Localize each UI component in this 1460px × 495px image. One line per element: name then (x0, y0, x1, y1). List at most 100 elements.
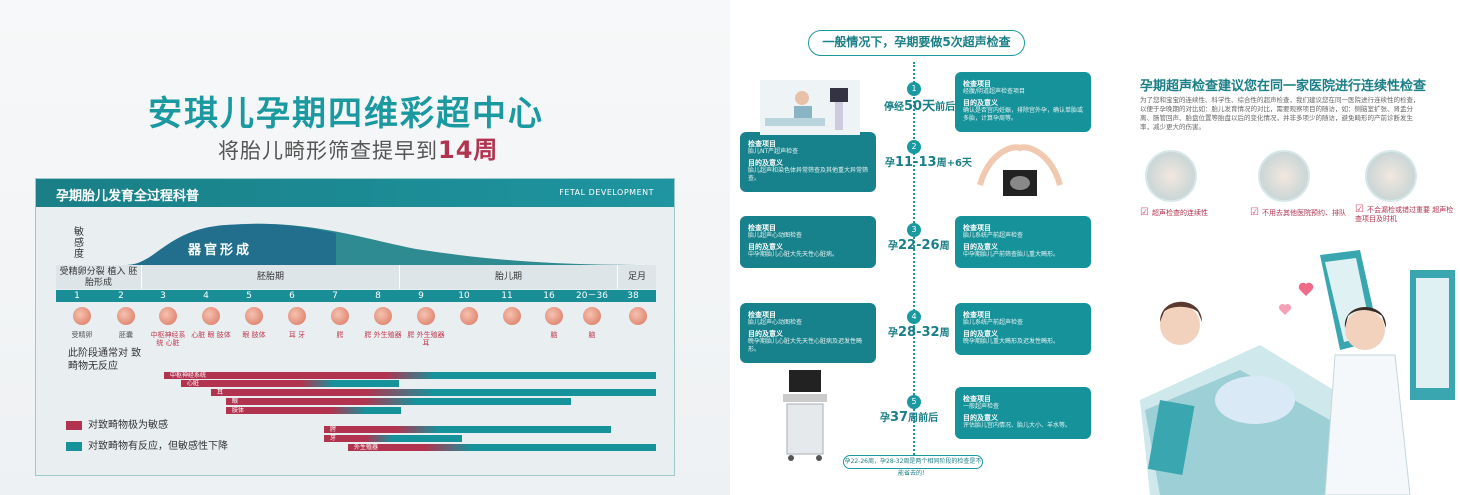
phase-embryo: 胚胎期 (142, 265, 400, 289)
card-item-body: 一般超声检查 (963, 403, 1000, 410)
card-item-title: 检查项目 (963, 311, 991, 319)
embryo-label: 眼 肢体 (242, 331, 266, 339)
embryo-icon (331, 307, 349, 325)
week-suffix: 周 (939, 328, 950, 339)
no-response-note: 此阶段通常对 致畸物无反应 (68, 348, 142, 372)
fetal-development-chart: 孕期胎儿发育全过程科普 FETAL DEVELOPMENT 敏感度 器官形成 受… (35, 178, 675, 476)
embryo-label: 胚囊 (119, 331, 133, 339)
card-item-body: 胎儿NT严超声检查 (748, 148, 799, 155)
subtitle-prefix: 将胎儿畸形筛查提早到 (218, 139, 438, 163)
embryo-icon (460, 307, 478, 325)
week-prefix: 孕 (888, 328, 898, 339)
bar-limb: 肢体 (226, 407, 401, 414)
phase-fetal: 胎儿期 (400, 265, 618, 289)
week-main: 28-32 (898, 325, 940, 340)
card-item-title: 检查项目 (963, 80, 991, 88)
week-label: 38 (627, 291, 639, 301)
week-suffix: 前后 (935, 102, 956, 113)
timeline-node: 3 (907, 223, 921, 237)
phase-term: 足月 (627, 272, 646, 282)
embryo-label: 脑 (550, 331, 558, 339)
timeline-node: 5 (907, 395, 921, 409)
embryo-icon (117, 307, 135, 325)
week-main: 50天 (904, 99, 936, 114)
step4b-card: 检查项目 胎儿系统产前超声检查 目的及意义 晚孕期胎儿重大畸形及迟发性畸形。 (955, 303, 1091, 355)
week-suffix: 周前后 (908, 413, 939, 424)
step-week-label: 孕22-26周 (888, 237, 950, 253)
week-label: 8 (375, 291, 381, 301)
bar-teeth: 牙 (324, 435, 462, 442)
week-prefix: 孕 (885, 158, 895, 169)
card-sig-body: 中孕期胎儿产前筛查胎儿重大畸形。 (963, 251, 1060, 258)
embryo-icon (245, 307, 263, 325)
legend-sensitive-text: 对致畸物极为敏感 (88, 420, 168, 431)
recommend-text: 为了您和宝宝的连续性、科学性、综合性的超声检查，我们建议您在同一医院进行连续性的… (1140, 96, 1420, 131)
chart-header: 孕期胎儿发育全过程科普 FETAL DEVELOPMENT (36, 179, 674, 207)
card-item-title: 检查项目 (963, 395, 991, 403)
step3b-card: 检查项目 胎儿系统产前超声检查 目的及意义 中孕期胎儿产前筛查胎儿重大畸形。 (955, 216, 1091, 268)
embryo-icon (545, 307, 563, 325)
week-label: 20－36 (576, 291, 608, 301)
hands-ultrasound-photo (977, 144, 1063, 196)
embryo-icon (629, 307, 647, 325)
card-item-title: 检查项目 (963, 224, 991, 232)
legend-swatch-red (66, 420, 82, 430)
ultrasound-machine-photo (783, 370, 827, 461)
embryo-label: 腭 外生殖器 耳 (407, 331, 445, 347)
week-label: 7 (332, 291, 338, 301)
sensitivity-label: 敏感度 (74, 227, 84, 260)
embryo-icon (73, 307, 91, 325)
chart-header-en: FETAL DEVELOPMENT (559, 188, 654, 197)
card-item-title: 检查项目 (748, 224, 776, 232)
organ-formation-label: 器官形成 (188, 243, 253, 258)
legend-sensitive: 对致畸物极为敏感 (66, 416, 168, 431)
embryo-icon (374, 307, 392, 325)
week-main: 37 (890, 410, 909, 425)
week-label: 16 (543, 291, 555, 301)
subtitle-highlight: 14周 (438, 136, 499, 164)
embryo-label: 腭 外生殖器 (364, 331, 402, 339)
embryo-label: 耳 牙 (288, 331, 306, 339)
week-main: 22-26 (898, 238, 940, 253)
card-item-body: 经腹/阴道超声检查项目 (963, 88, 1026, 95)
embryo-icon (288, 307, 306, 325)
embryo-label: 中枢神经系统 心脏 (150, 331, 186, 347)
legend-swatch-teal (66, 441, 82, 451)
week-label: 10 (458, 291, 470, 301)
bottom-note: 孕22-26周，孕28-32周是两个相同阶段的检查是不能省去的！ (843, 455, 983, 477)
embryo-label: 受精卵 (71, 331, 93, 339)
step-week-label: 孕37周前后 (880, 409, 938, 425)
card-item-body: 胎儿系统产前超声检查 (963, 232, 1024, 239)
subtitle: 将胎儿畸形筛查提早到14周 (218, 130, 498, 165)
card-sig-title: 目的及意义 (748, 330, 783, 338)
bar-genitalia: 外生殖器 (348, 444, 656, 451)
step-week-label: 停经50天前后 (884, 95, 955, 114)
appointment-photo (1258, 150, 1310, 202)
ultrasound-count-pill: 一般情况下，孕期要做5次超声检查 (808, 30, 1025, 56)
timeline-line (913, 62, 915, 462)
embryo-label: 心脏 眼 肢体 (191, 331, 231, 339)
ultrasound-room-photo (760, 80, 860, 135)
card-sig-title: 目的及意义 (963, 330, 998, 338)
bar-eye: 眼 (226, 398, 571, 405)
left-panel: 安琪儿孕期四维彩超中心 将胎儿畸形筛查提早到14周 孕期胎儿发育全过程科普 FE… (0, 0, 730, 495)
check-no-miss: 不会漏检或错过重要 超声检查项目及时机 (1355, 205, 1455, 224)
legend-less-text: 对致畸物有反应，但敏感性下降 (88, 441, 228, 452)
card-sig-title: 目的及意义 (963, 243, 998, 251)
timeline-node: 2 (907, 140, 921, 154)
card-item-title: 检查项目 (748, 311, 776, 319)
embryo-icon (583, 307, 601, 325)
check-continuity: 超声检查的连续性 (1140, 208, 1208, 218)
card-sig-body: 评估胎儿宫内情况、胎儿大小、羊水等。 (963, 422, 1072, 429)
card-item-body: 胎儿系统产前超声检查 (963, 319, 1024, 326)
continuity-photo (1145, 150, 1197, 202)
timeline-node: 1 (907, 82, 921, 96)
week-row: 1 2 3 4 5 6 7 8 9 10 11 16 20－36 38 (56, 290, 656, 302)
bar-heart: 心脏 (181, 380, 399, 387)
card-sig-title: 目的及意义 (748, 159, 783, 167)
embryo-label: 脑 (588, 331, 596, 339)
embryo-icon (159, 307, 177, 325)
phase-pre-embryo: 受精卵分裂 植入 胚胎形成 (56, 265, 142, 289)
card-sig-title: 目的及意义 (963, 414, 998, 422)
card-sig-title: 目的及意义 (963, 99, 998, 107)
